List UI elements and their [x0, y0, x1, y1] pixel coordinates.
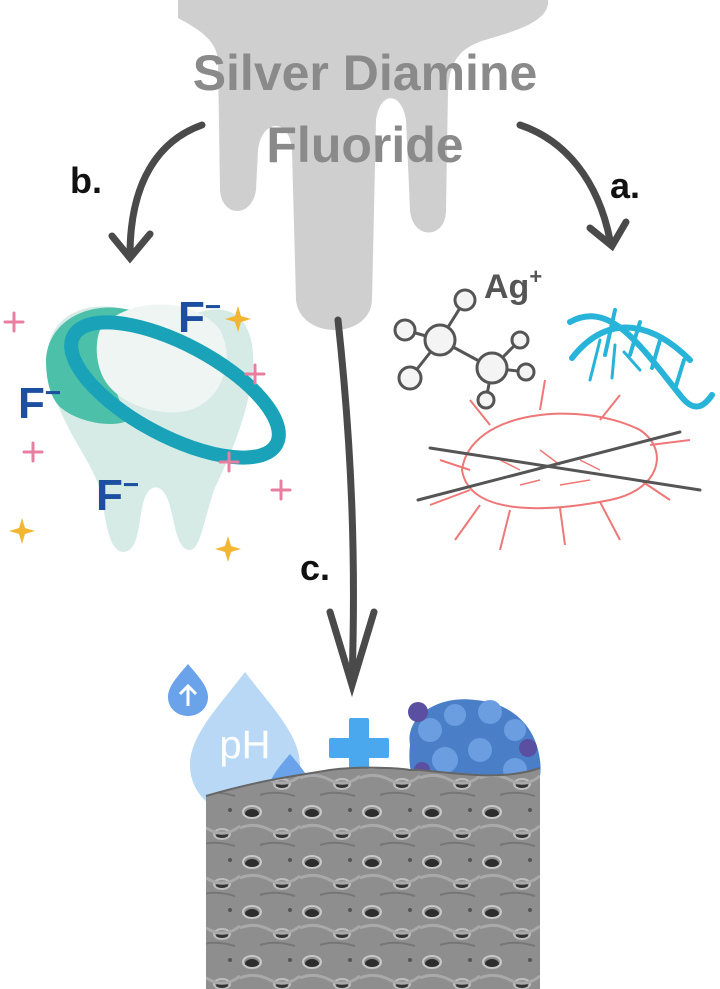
silver-charge: +: [529, 264, 542, 289]
svg-text:Ag+: Ag+: [484, 264, 542, 306]
sdf-drip: [178, 0, 549, 330]
dna-helix: [567, 308, 715, 410]
arrow-a-head: [586, 218, 630, 252]
fluoride-ring: [64, 315, 286, 465]
arrow-c: [334, 316, 357, 686]
star-marks: [9, 306, 251, 562]
arrow-a: [516, 121, 614, 244]
fluoride-charge: −: [205, 291, 221, 322]
fluoride-ion-3: F−: [96, 469, 139, 520]
svg-text:F−: F−: [18, 377, 61, 428]
plus-icon: [329, 718, 389, 778]
pathway-label-a: a.: [610, 165, 640, 206]
cross-out-lines: [416, 430, 702, 502]
tooth-illustration: F− F− F−: [3, 291, 292, 562]
fluoride-symbol: F: [178, 293, 205, 342]
silver-ion: Ag+: [484, 264, 542, 306]
title-line-1: Silver Diamine: [193, 45, 538, 101]
sparkle-marks: [3, 311, 292, 501]
dentin-surface: [205, 766, 541, 989]
arrow-b-head: [108, 230, 154, 264]
svg-text:F−: F−: [178, 291, 221, 342]
arrow-b: [126, 121, 206, 259]
title-line-2: Fluoride: [266, 117, 463, 173]
fluoride-charge: −: [123, 469, 139, 500]
pathway-label-c: c.: [300, 547, 330, 588]
silver-molecule: [393, 288, 536, 410]
silver-symbol: Ag: [484, 268, 529, 306]
fluoride-symbol: F: [96, 471, 123, 520]
fluoride-ion-2: F−: [18, 377, 61, 428]
ph-label: pH: [219, 723, 270, 767]
title: Silver Diamine Fluoride: [193, 45, 538, 173]
arrow-c-head: [326, 608, 378, 698]
bacterium: [429, 379, 691, 551]
pathway-label-b: b.: [70, 160, 102, 201]
fluoride-charge: −: [45, 377, 61, 408]
svg-text:F−: F−: [96, 469, 139, 520]
ph-up-icon: [168, 664, 208, 716]
pathway-arrows: [108, 121, 630, 698]
fluoride-ion-1: F−: [178, 291, 221, 342]
fluoride-symbol: F: [18, 379, 45, 428]
